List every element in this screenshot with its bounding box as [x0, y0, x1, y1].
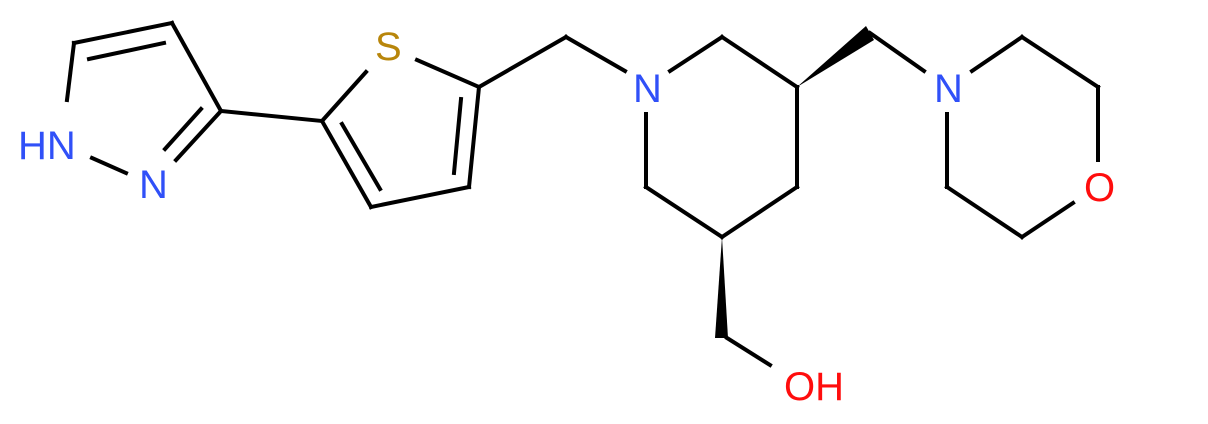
pyrazole-n-label: N — [139, 163, 168, 207]
pyrazole-nh-label: HN — [18, 124, 76, 168]
bonds — [64, 20, 1101, 368]
hydroxyl-label: OH — [784, 365, 844, 409]
atom-labels: HN N S N N O OH — [18, 25, 1115, 409]
piperidine-n-label: N — [633, 67, 662, 111]
stereo-wedge-hydroxymethyl — [715, 237, 728, 338]
morpholine-o-label: O — [1084, 166, 1115, 210]
stereo-wedge-morpholinomethyl — [797, 26, 874, 87]
thiophene-s-label: S — [375, 25, 402, 69]
morpholine-n-label: N — [934, 67, 963, 111]
